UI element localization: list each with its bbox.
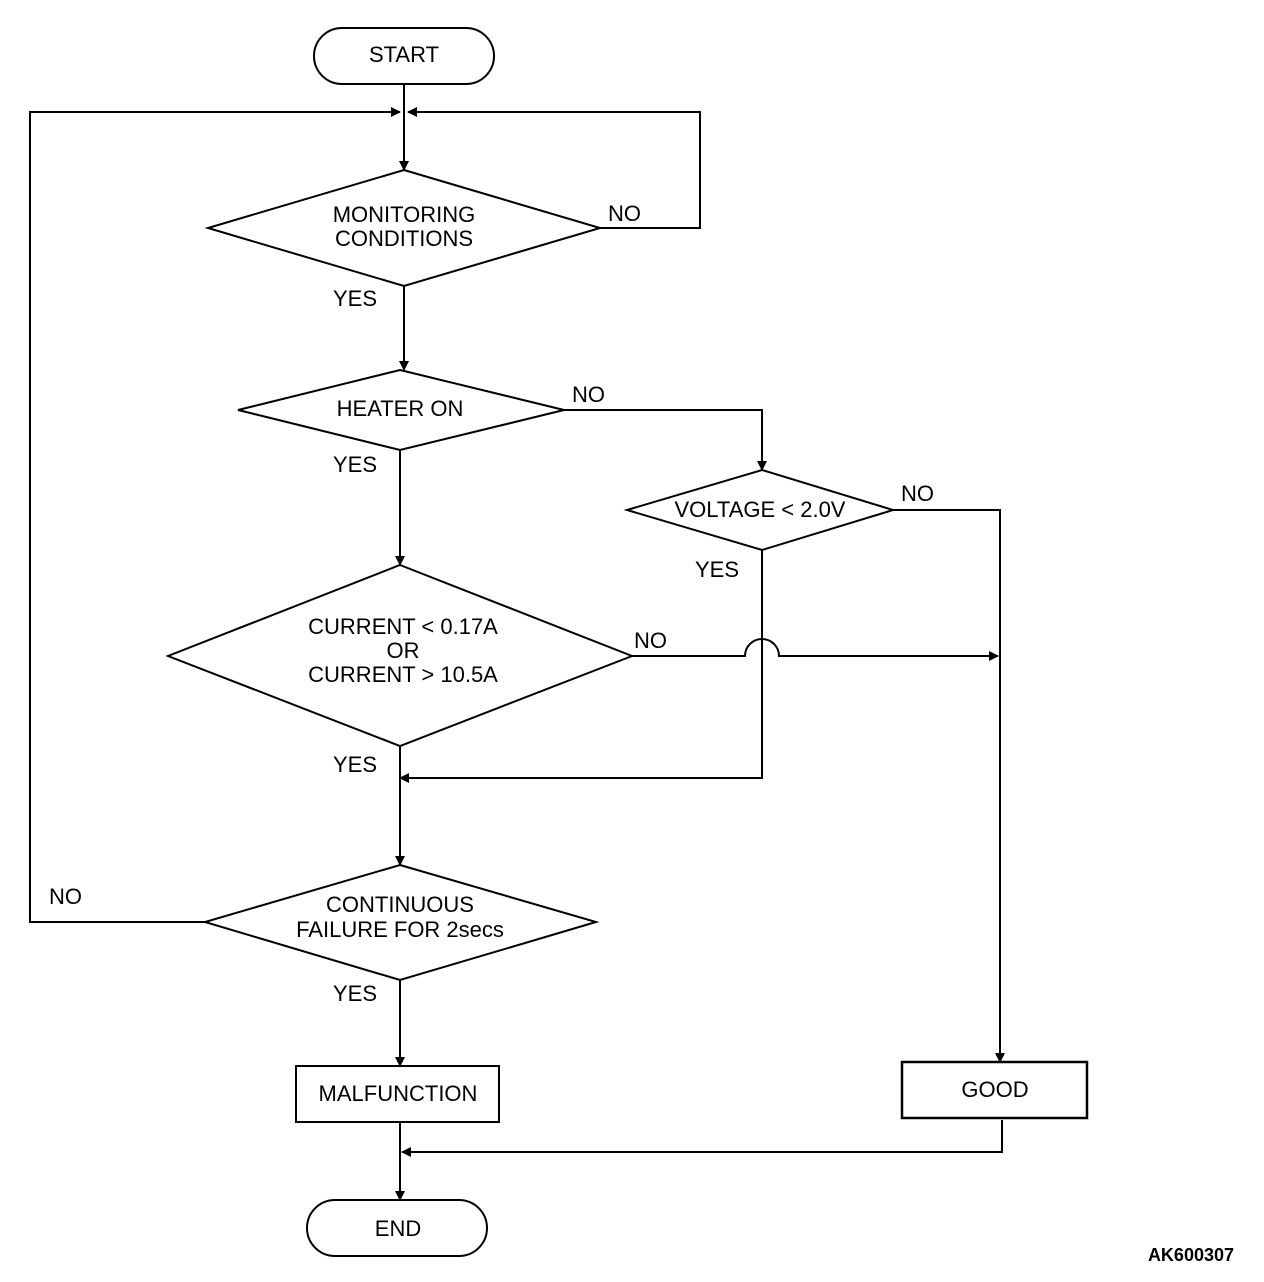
label-current-no: NO — [634, 628, 667, 653]
good-label: GOOD — [961, 1077, 1028, 1102]
reference-code: AK600307 — [1148, 1245, 1234, 1265]
decision-monitoring-conditions: MONITORING CONDITIONS — [204, 168, 604, 288]
result-malfunction: MALFUNCTION — [295, 1065, 500, 1123]
result-good: GOOD — [900, 1060, 1089, 1120]
current-line-3: CURRENT > 10.5A — [308, 662, 498, 687]
heater-line-1: HEATER ON — [337, 396, 464, 421]
decision-voltage: VOLTAGE < 2.0V — [623, 468, 897, 552]
monitoring-line-2: CONDITIONS — [335, 226, 473, 251]
decision-current: CURRENT < 0.17A OR CURRENT > 10.5A — [165, 563, 635, 748]
connector-good-to-end — [401, 1120, 1003, 1157]
label-continuous-no: NO — [49, 884, 82, 909]
label-monitoring-yes: YES — [333, 286, 377, 311]
continuous-line-1: CONTINUOUS — [326, 892, 474, 917]
label-continuous-yes: YES — [333, 981, 377, 1006]
voltage-line-1: VOLTAGE < 2.0V — [675, 497, 846, 522]
continuous-line-2: FAILURE FOR 2secs — [296, 917, 504, 942]
connector-continuous-no-loop — [29, 107, 401, 923]
decision-continuous-failure: CONTINUOUS FAILURE FOR 2secs — [201, 863, 600, 982]
label-voltage-yes: YES — [695, 557, 739, 582]
label-voltage-no: NO — [901, 481, 934, 506]
current-line-2: OR — [387, 638, 420, 663]
connector-current-no — [632, 638, 999, 661]
start-terminal: START — [313, 27, 495, 85]
label-current-yes: YES — [333, 752, 377, 777]
malfunction-label: MALFUNCTION — [319, 1081, 478, 1106]
label-heater-no: NO — [572, 382, 605, 407]
label-heater-yes: YES — [333, 452, 377, 477]
connector-voltage-yes — [399, 550, 763, 783]
current-line-1: CURRENT < 0.17A — [308, 614, 498, 639]
connector-voltage-no — [893, 509, 1005, 1063]
monitoring-line-1: MONITORING — [333, 202, 476, 227]
connector-heater-no — [564, 409, 767, 471]
connector-monitoring-no-loop — [407, 107, 701, 229]
end-label: END — [375, 1216, 421, 1241]
start-label: START — [369, 42, 439, 67]
end-terminal: END — [306, 1199, 488, 1257]
decision-heater-on: HEATER ON — [237, 368, 565, 452]
label-monitoring-no: NO — [608, 201, 641, 226]
